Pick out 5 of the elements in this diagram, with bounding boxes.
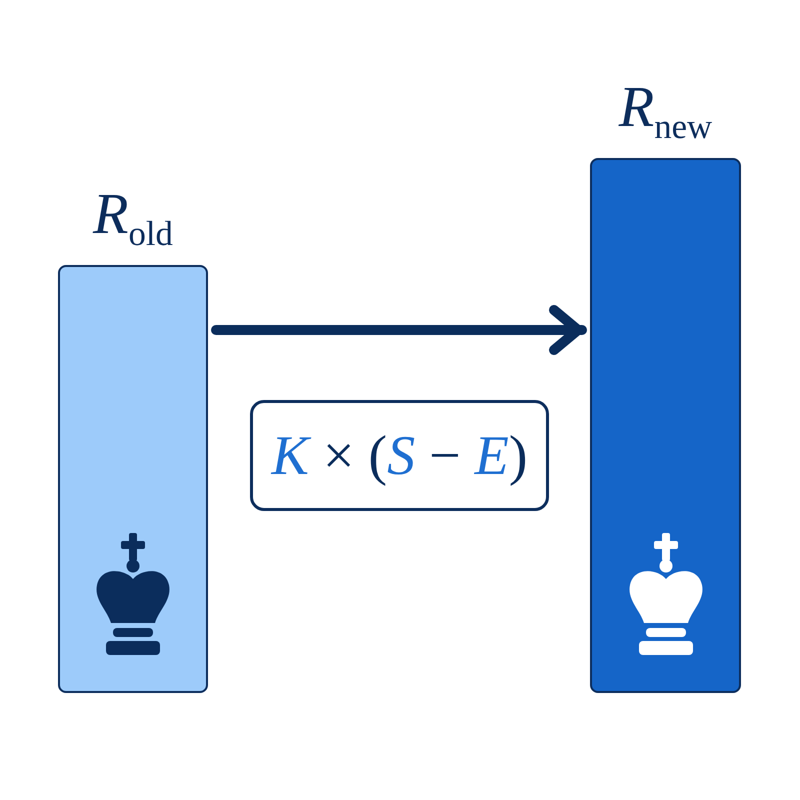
formula: K × (S − E): [271, 428, 528, 484]
rating-label: R$_{old}$: [93, 185, 173, 243]
rating-label: R$_{new}$: [618, 78, 712, 136]
formula-box: [250, 400, 549, 511]
arrow: [211, 305, 587, 355]
